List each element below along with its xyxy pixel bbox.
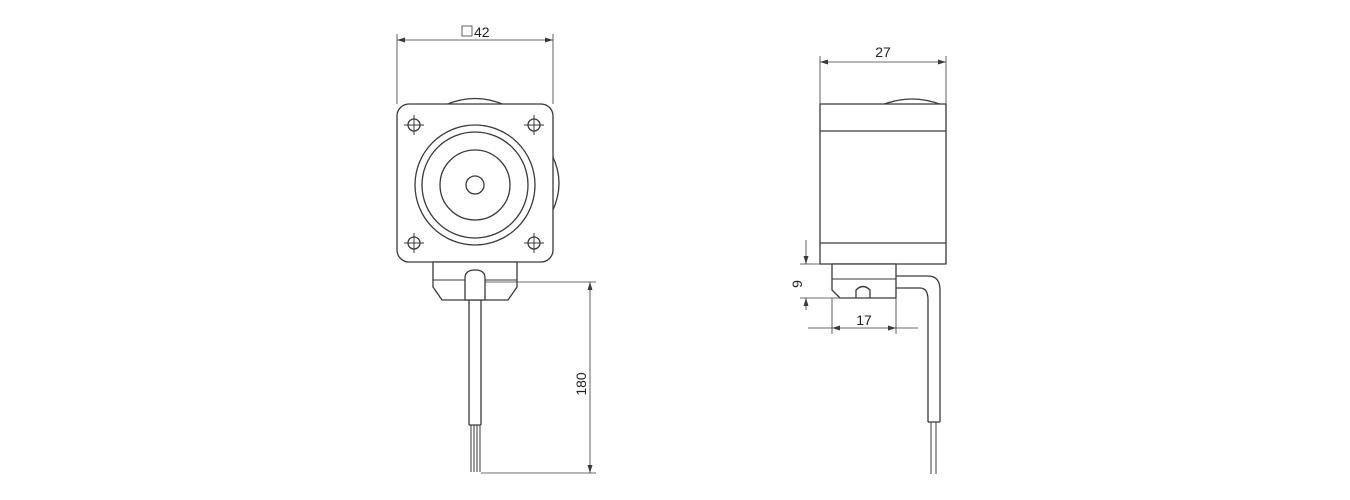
square-symbol-icon [461, 25, 473, 37]
dim-mount-width-label: 17 [856, 312, 872, 328]
front-boss-outer [414, 124, 536, 246]
dim-front-width: 42 [396, 24, 554, 104]
front-lead-cable [468, 300, 482, 426]
mounting-hole-top-right [524, 115, 544, 135]
side-connector-block [831, 263, 897, 299]
front-center-pin [465, 175, 485, 195]
dim-front-width-label: 42 [474, 24, 490, 40]
side-body [819, 103, 947, 265]
side-bent-cable [896, 275, 941, 423]
dim-side-depth-label: 27 [875, 44, 891, 60]
mounting-hole-bottom-left [404, 233, 424, 253]
side-wire-ends [930, 422, 937, 474]
front-view: 42 180 [396, 24, 596, 474]
dim-mount-width: 17 [808, 298, 918, 334]
front-cable-grommet [464, 269, 486, 301]
mounting-hole-bottom-right [524, 233, 544, 253]
dim-side-depth: 27 [819, 44, 947, 104]
front-boss-inner [439, 149, 511, 221]
dim-lead-length-label: 180 [573, 372, 589, 396]
dim-mount-height-label: 9 [789, 280, 805, 288]
side-pin [855, 285, 871, 298]
dim-lead-length: 180 [481, 281, 596, 474]
front-wire-ends [470, 425, 481, 472]
front-boss-ring [421, 131, 529, 239]
side-view: 27 9 17 [789, 44, 947, 474]
mounting-hole-top-left [404, 115, 424, 135]
dim-mount-height: 9 [789, 240, 840, 310]
